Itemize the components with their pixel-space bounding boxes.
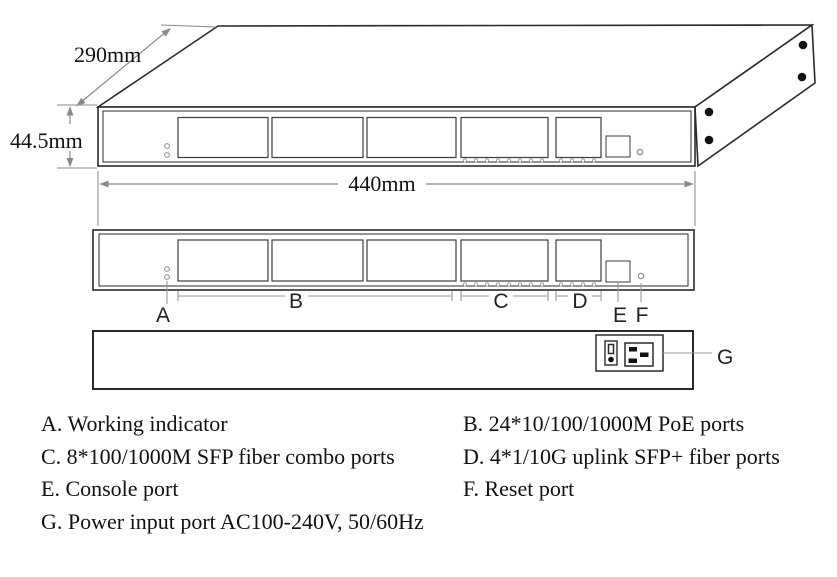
screw-holes bbox=[704, 40, 808, 145]
legend-item-working-indicator: A. Working indicator bbox=[41, 411, 228, 436]
screw-hole-icon bbox=[798, 40, 808, 50]
port-led-dots-3d bbox=[462, 158, 597, 163]
console-port bbox=[605, 260, 631, 283]
reset-port bbox=[636, 148, 644, 156]
screw-hole-icon bbox=[704, 107, 714, 117]
power-switch-icon bbox=[604, 340, 618, 366]
perspective-view bbox=[95, 23, 816, 168]
screw-hole-icon bbox=[704, 135, 714, 145]
poe-port-block bbox=[271, 239, 364, 282]
callout-label-d: D bbox=[572, 290, 587, 313]
port-blocks-front bbox=[177, 239, 645, 283]
poe-port-block bbox=[177, 239, 269, 282]
dimension-width: 440mm bbox=[97, 171, 696, 226]
sfp-uplink-port-block bbox=[555, 239, 602, 282]
poe-port-block bbox=[366, 116, 457, 159]
arrowhead-icon bbox=[66, 158, 74, 168]
legend-item-console-port: E. Console port bbox=[41, 476, 179, 501]
callout-label-c: C bbox=[493, 290, 508, 313]
callout-label-f: F bbox=[636, 304, 649, 327]
reset-port bbox=[637, 272, 645, 280]
top-face bbox=[95, 24, 815, 108]
arrowhead-icon bbox=[66, 106, 74, 116]
rear-view: G bbox=[92, 330, 733, 390]
arrowhead-icon bbox=[684, 180, 694, 188]
dimension-depth: 290mm bbox=[74, 24, 217, 107]
arrowhead-icon bbox=[76, 97, 86, 107]
depth-dimension-label: 290mm bbox=[74, 42, 141, 67]
screw-hole-icon bbox=[797, 72, 807, 82]
dimension-height: 44.5mm bbox=[10, 104, 97, 169]
diagram-canvas: 290mm 44.5mm 440mm bbox=[10, 23, 816, 390]
callout-labels: A B C D E F bbox=[156, 290, 648, 327]
poe-port-block bbox=[177, 116, 269, 159]
power-input-module bbox=[595, 334, 664, 372]
arrowhead-icon bbox=[161, 28, 171, 37]
port-blocks-3d bbox=[177, 116, 644, 159]
callout-label-b: B bbox=[289, 290, 303, 313]
right-side-face bbox=[694, 23, 816, 168]
dimension-annotations: 290mm 44.5mm 440mm bbox=[10, 24, 696, 226]
legend-item-power-input: G. Power input port AC100-240V, 50/60Hz bbox=[41, 509, 424, 534]
working-indicator-leds-front bbox=[164, 266, 170, 280]
console-port bbox=[605, 135, 631, 158]
working-indicator-leds bbox=[164, 143, 170, 158]
legend-item-reset-port: F. Reset port bbox=[463, 476, 575, 501]
legend-item-uplink-ports: D. 4*1/10G uplink SFP+ fiber ports bbox=[463, 444, 780, 469]
power-socket-icon bbox=[624, 342, 654, 367]
poe-port-block bbox=[366, 239, 457, 282]
height-dimension-label: 44.5mm bbox=[10, 128, 83, 153]
sfp-uplink-port-block bbox=[555, 116, 602, 159]
sfp-combo-port-block bbox=[460, 239, 549, 282]
legend-item-poe-ports: B. 24*10/100/1000M PoE ports bbox=[463, 411, 745, 436]
poe-port-block bbox=[271, 116, 364, 159]
rear-panel bbox=[92, 330, 694, 390]
callout-label-e: E bbox=[613, 304, 627, 327]
front-view: A B C D E F bbox=[92, 229, 695, 327]
port-led-dots-front bbox=[462, 282, 597, 287]
callout-leaders bbox=[166, 281, 642, 304]
width-dimension-label: 440mm bbox=[348, 171, 415, 196]
callout-label-a: A bbox=[156, 304, 170, 327]
sfp-combo-port-block bbox=[460, 116, 549, 159]
arrowhead-icon bbox=[99, 180, 109, 188]
legend-item-sfp-combo-ports: C. 8*100/1000M SFP fiber combo ports bbox=[41, 444, 395, 469]
callout-label-g: G bbox=[717, 346, 733, 369]
